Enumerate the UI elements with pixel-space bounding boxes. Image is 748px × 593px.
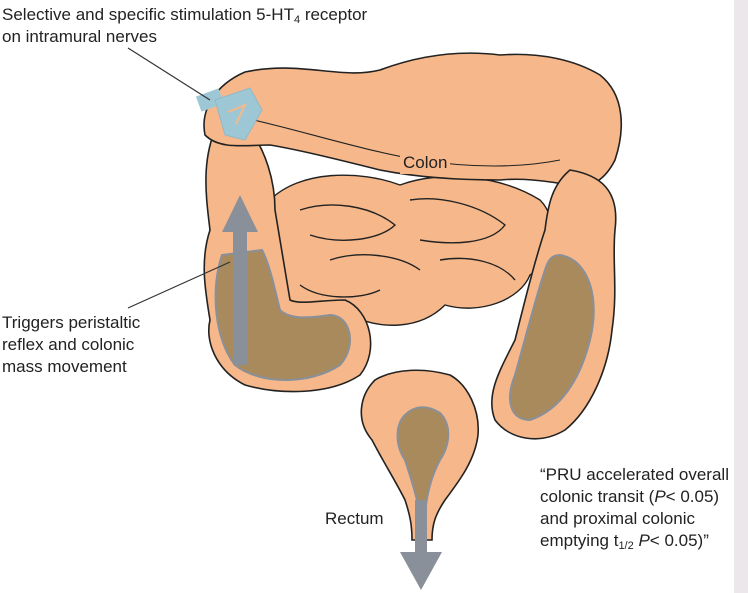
- colon-label: Colon: [400, 152, 450, 174]
- peristaltic-label: Triggers peristaltic reflex and colonic …: [2, 312, 140, 378]
- leader-line-stimulation: [128, 48, 210, 100]
- rectum-label: Rectum: [325, 508, 384, 530]
- quote-label: “PRU accelerated overall colonic transit…: [540, 464, 735, 552]
- stimulation-label: Selective and specific stimulation 5-HT4…: [2, 4, 367, 48]
